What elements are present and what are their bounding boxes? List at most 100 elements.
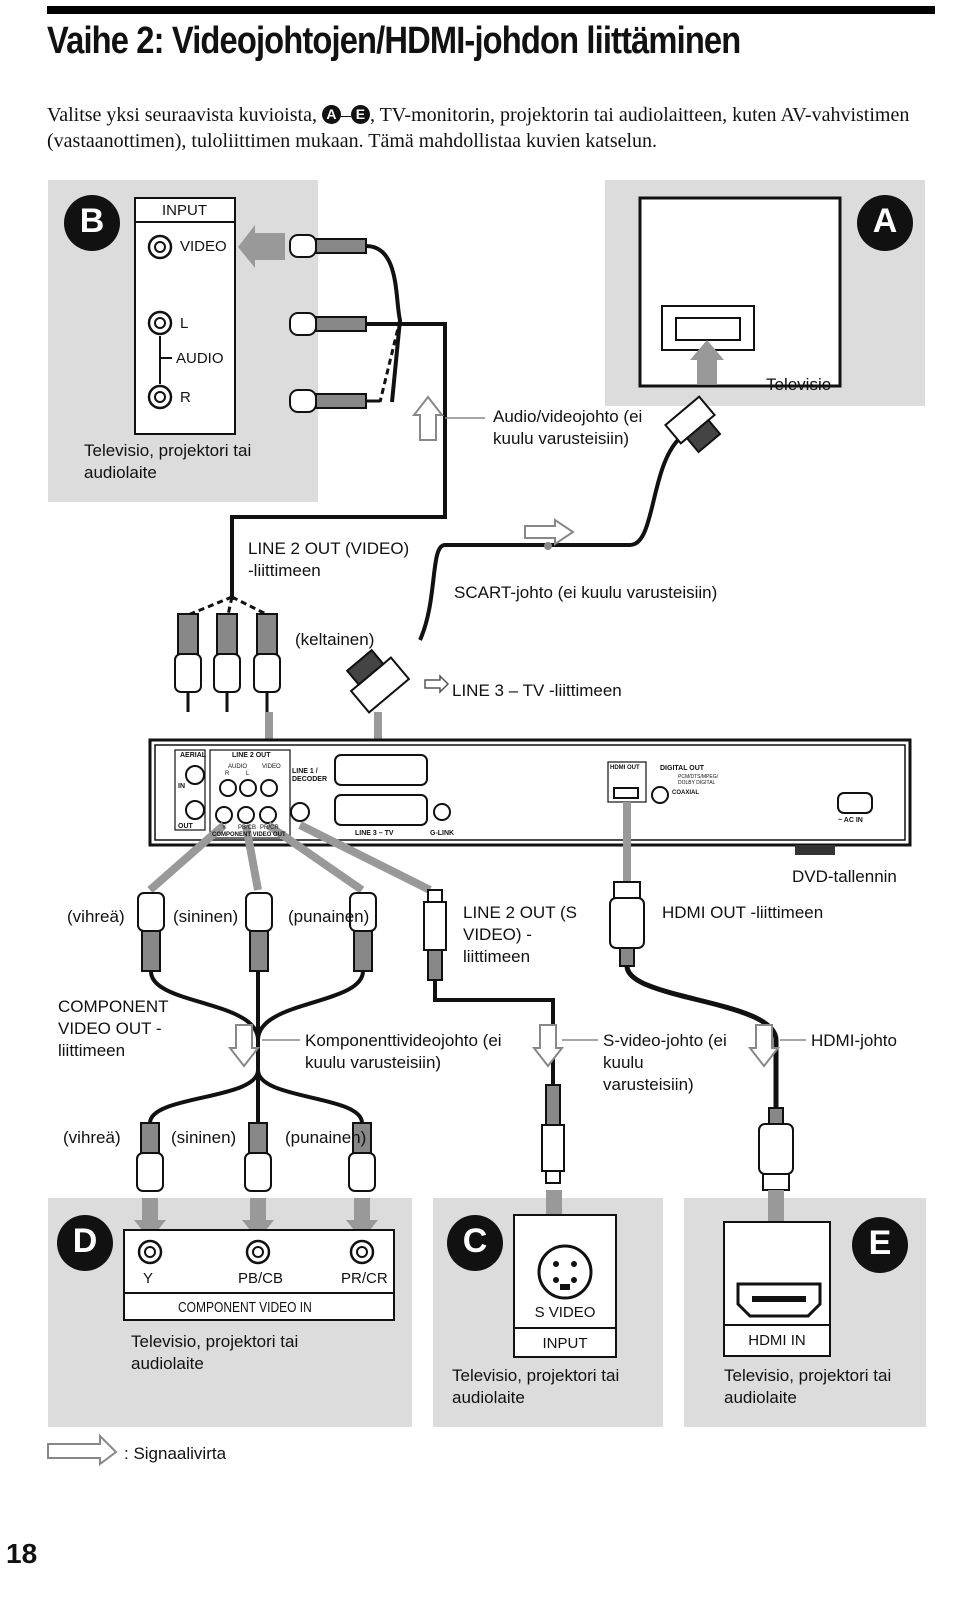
audio-l-label: L: [180, 315, 189, 332]
av-cable-label: Audio/videojohto (ei kuulu varusteisiin): [493, 407, 643, 448]
av-cable: [230, 244, 447, 600]
rp-aerial: AERIAL: [180, 752, 207, 759]
scart-cable: [418, 438, 680, 641]
rp-y: Y: [222, 825, 227, 831]
rp-pcm: PCM/DTS/MPEG/ DOLBY DIGITAL: [678, 774, 719, 786]
line2-out-video-label: LINE 2 OUT (VIDEO) -liittimeen: [248, 539, 410, 580]
scart-plug-icon: [345, 648, 411, 714]
audio-r-label: R: [180, 389, 191, 406]
y-jack-icon: [137, 1239, 163, 1265]
badge-a: [857, 195, 913, 251]
rp-line3: LINE 3 – TV: [355, 830, 394, 837]
pr-jack-icon: [349, 1239, 375, 1265]
svideo-socket-icon: [537, 1244, 593, 1300]
pb-jack-icon: [245, 1239, 271, 1265]
signal-arrow-b: [238, 225, 285, 268]
rp-audio: AUDIO: [228, 764, 248, 770]
hdmi-cable-label: HDMI-johto: [811, 1031, 897, 1050]
panel-a-device-label: Televisio: [766, 375, 832, 394]
audio-l-jack-icon: [147, 310, 173, 336]
page-title: Vaihe 2: Videojohtojen/HDMI-johdon liitt…: [47, 20, 741, 62]
panel-e-device-label: Televisio, projektori tai audiolaite: [724, 1366, 892, 1407]
rca-plug-icon: [136, 1122, 376, 1192]
rp-coaxial: COAXIAL: [672, 790, 699, 796]
video-label: VIDEO: [180, 238, 227, 255]
rp-line1: LINE 1 / DECODER: [292, 768, 328, 783]
blue-label-bottom: (sininen): [171, 1128, 237, 1147]
panel-c-device-label: Televisio, projektori tai audiolaite: [452, 1366, 620, 1407]
hdmi-plug-icon: [758, 1107, 794, 1191]
rp-in: IN: [178, 783, 185, 790]
intro-part1: Valitse yksi seuraavista kuvioista,: [47, 104, 322, 126]
intro-dash: –: [340, 104, 351, 126]
rp-hdmi-out: HDMI OUT: [610, 765, 640, 771]
component-out-label: COMPONENT VIDEO OUT -liittimeen: [58, 997, 169, 1060]
hdmi-cable: [624, 965, 779, 1110]
rp-video: VIDEO: [262, 764, 281, 770]
badge-e: [852, 1217, 908, 1273]
signal-arrow-right: [524, 518, 575, 546]
badge-d-label: D: [72, 1222, 98, 1260]
y-label: Y: [143, 1270, 154, 1287]
rca-plug-icon: [137, 892, 377, 972]
hdmi-out-label: HDMI OUT -liittimeen: [662, 903, 824, 922]
svideo-plug-icon: [423, 889, 447, 981]
signal-arrow-down: [227, 1024, 261, 1068]
badge-e-label: E: [868, 1224, 892, 1262]
panel-d-device-label: Televisio, projektori tai audiolaite: [131, 1332, 299, 1373]
blue-label-top: (sininen): [173, 907, 239, 926]
signal-arrow-a: [690, 340, 724, 384]
component-cable: [148, 970, 365, 1124]
rp-component: COMPONENT VIDEO OUT: [212, 832, 286, 838]
scart-plug-icon: [664, 395, 722, 454]
signal-arrow-down: [747, 1024, 781, 1068]
audio-r-jack-icon: [147, 384, 173, 410]
component-cable-label: Komponenttivideojohto (ei kuulu varustei…: [305, 1031, 502, 1072]
rp-glink: G-LINK: [430, 830, 455, 837]
svideo-input-label: INPUT: [542, 1335, 588, 1352]
page-number: 18: [6, 1538, 38, 1569]
rp-prcr: PR/CR: [260, 825, 279, 831]
legend-arrow-icon: [47, 1433, 118, 1466]
rp-ac-in: ~ AC IN: [838, 817, 863, 824]
red-label-top: (punainen): [288, 907, 370, 926]
component-input-plate: [123, 1229, 395, 1321]
tv-screen: [638, 196, 842, 388]
green-label-top: (vihreä): [67, 907, 125, 926]
signal-arrow-down: [531, 1024, 565, 1068]
rp-l: L: [246, 771, 250, 777]
green-label-bottom: (vihreä): [63, 1128, 121, 1147]
pr-label: PR/CR: [341, 1270, 388, 1287]
panel-b-device-label: Televisio, projektori tai audiolaite: [84, 441, 252, 482]
rp-digital-out: DIGITAL OUT: [660, 765, 705, 772]
hdmi-in-label: HDMI IN: [748, 1332, 806, 1349]
input-label: INPUT: [162, 202, 207, 219]
line3-tv-label: LINE 3 – TV -liittimeen: [452, 681, 622, 700]
rp-pbcb: PB/CB: [238, 825, 257, 831]
scart-cable-label: SCART-johto (ei kuulu varusteisiin): [454, 583, 718, 602]
badge-c-label: C: [462, 1222, 488, 1260]
rca-plug-icon: [289, 234, 367, 413]
svideo-cable-label: S-video-johto (ei kuulu varusteisiin): [603, 1031, 727, 1094]
badge-e-inline: E: [350, 105, 370, 124]
rp-r: R: [225, 771, 230, 777]
rp-line2-out: LINE 2 OUT: [232, 752, 271, 759]
pb-label: PB/CB: [238, 1270, 284, 1287]
title-rule: [47, 6, 935, 14]
hdmi-plug-icon: [609, 881, 645, 967]
badge-b-label: B: [79, 202, 105, 240]
signal-arrow-up: [411, 395, 445, 441]
svideo-plug-icon: [541, 1084, 565, 1184]
rp-out: OUT: [178, 823, 193, 830]
intro-text: Valitse yksi seuraavista kuvioista, A–E,…: [47, 102, 937, 154]
badge-b: [64, 195, 120, 251]
red-label-bottom: (punainen): [285, 1128, 367, 1147]
badge-a-label: A: [872, 202, 898, 240]
recorder-label: DVD-tallennin: [792, 867, 897, 886]
badge-d: [57, 1215, 113, 1271]
legend-label: : Signaalivirta: [124, 1444, 227, 1463]
badge-c: [447, 1215, 503, 1271]
yellow-label: (keltainen): [295, 630, 375, 649]
badge-a-inline: A: [321, 105, 341, 124]
